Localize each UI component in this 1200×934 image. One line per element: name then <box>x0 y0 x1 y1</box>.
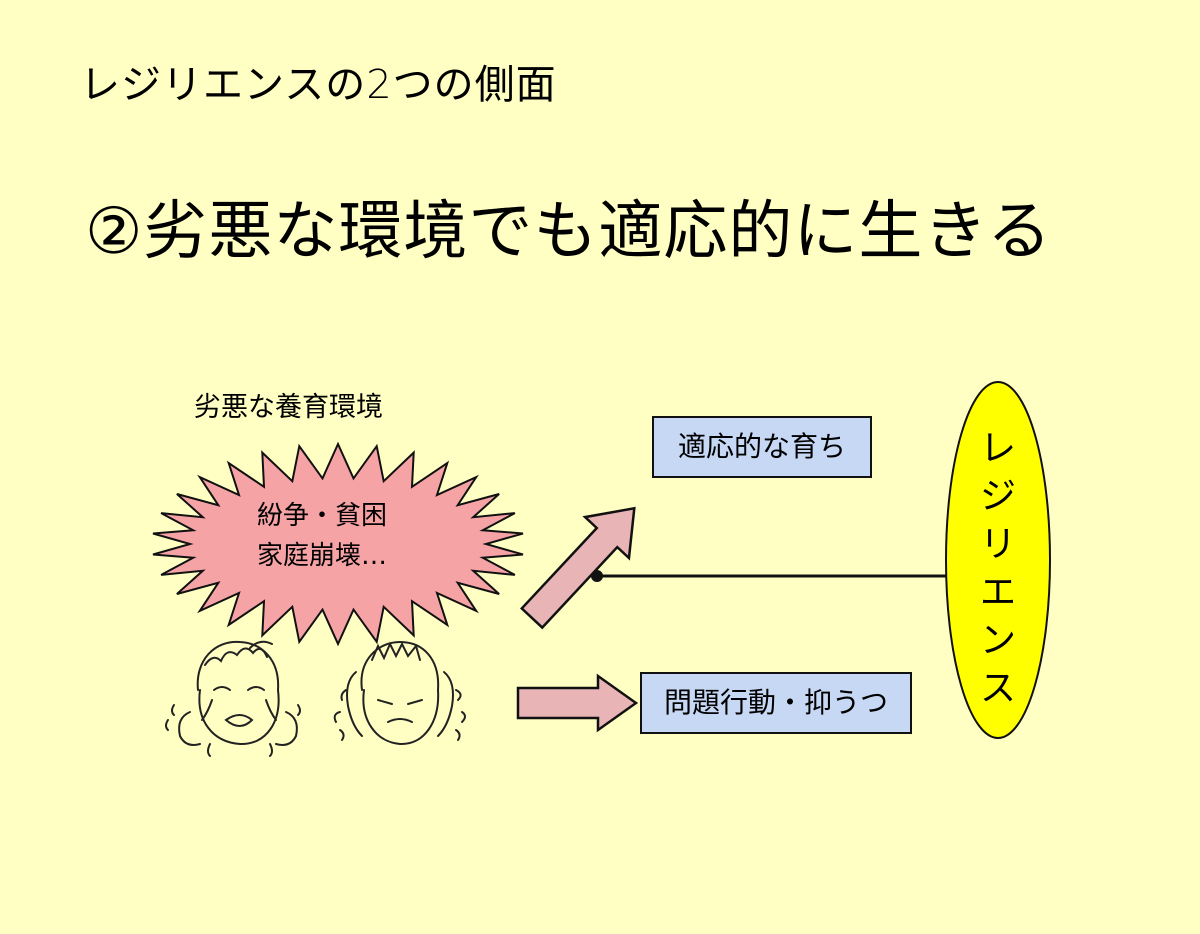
outcome-problem-box: 問題行動・抑うつ <box>640 672 912 734</box>
resilience-label-char: ス <box>979 668 1016 709</box>
resilience-ellipse <box>945 381 1051 739</box>
adversity-burst <box>152 441 524 647</box>
slide-subtitle: レジリエンスの2つの側面 <box>80 62 557 108</box>
outcome-problem-label: 問題行動・抑うつ <box>663 686 888 719</box>
resilience-label-char: ン <box>979 620 1016 661</box>
resilience-label-char: レ <box>979 428 1016 469</box>
problem-arrow <box>516 673 639 733</box>
resilience-label-char: リ <box>979 524 1016 565</box>
resilience-label: レジリエンス <box>972 425 1024 713</box>
resilience-label-char: エ <box>979 572 1016 613</box>
adaptive-arrow <box>519 506 636 630</box>
environment-label: 劣悪な養育環境 <box>194 392 383 423</box>
burst-text-line2: 家庭崩壊… <box>256 541 387 571</box>
resilience-label-char: ジ <box>979 476 1016 517</box>
outcome-adaptive-label: 適応的な育ち <box>677 430 846 463</box>
slide-title: ②劣悪な環境でも適応的に生きる <box>85 195 1053 269</box>
burst-text-line1: 紛争・貧困 <box>256 501 387 531</box>
distressed-child-icon <box>333 640 466 746</box>
outcome-adaptive-box: 適応的な育ち <box>652 416 872 478</box>
crying-child-icon <box>165 640 301 757</box>
